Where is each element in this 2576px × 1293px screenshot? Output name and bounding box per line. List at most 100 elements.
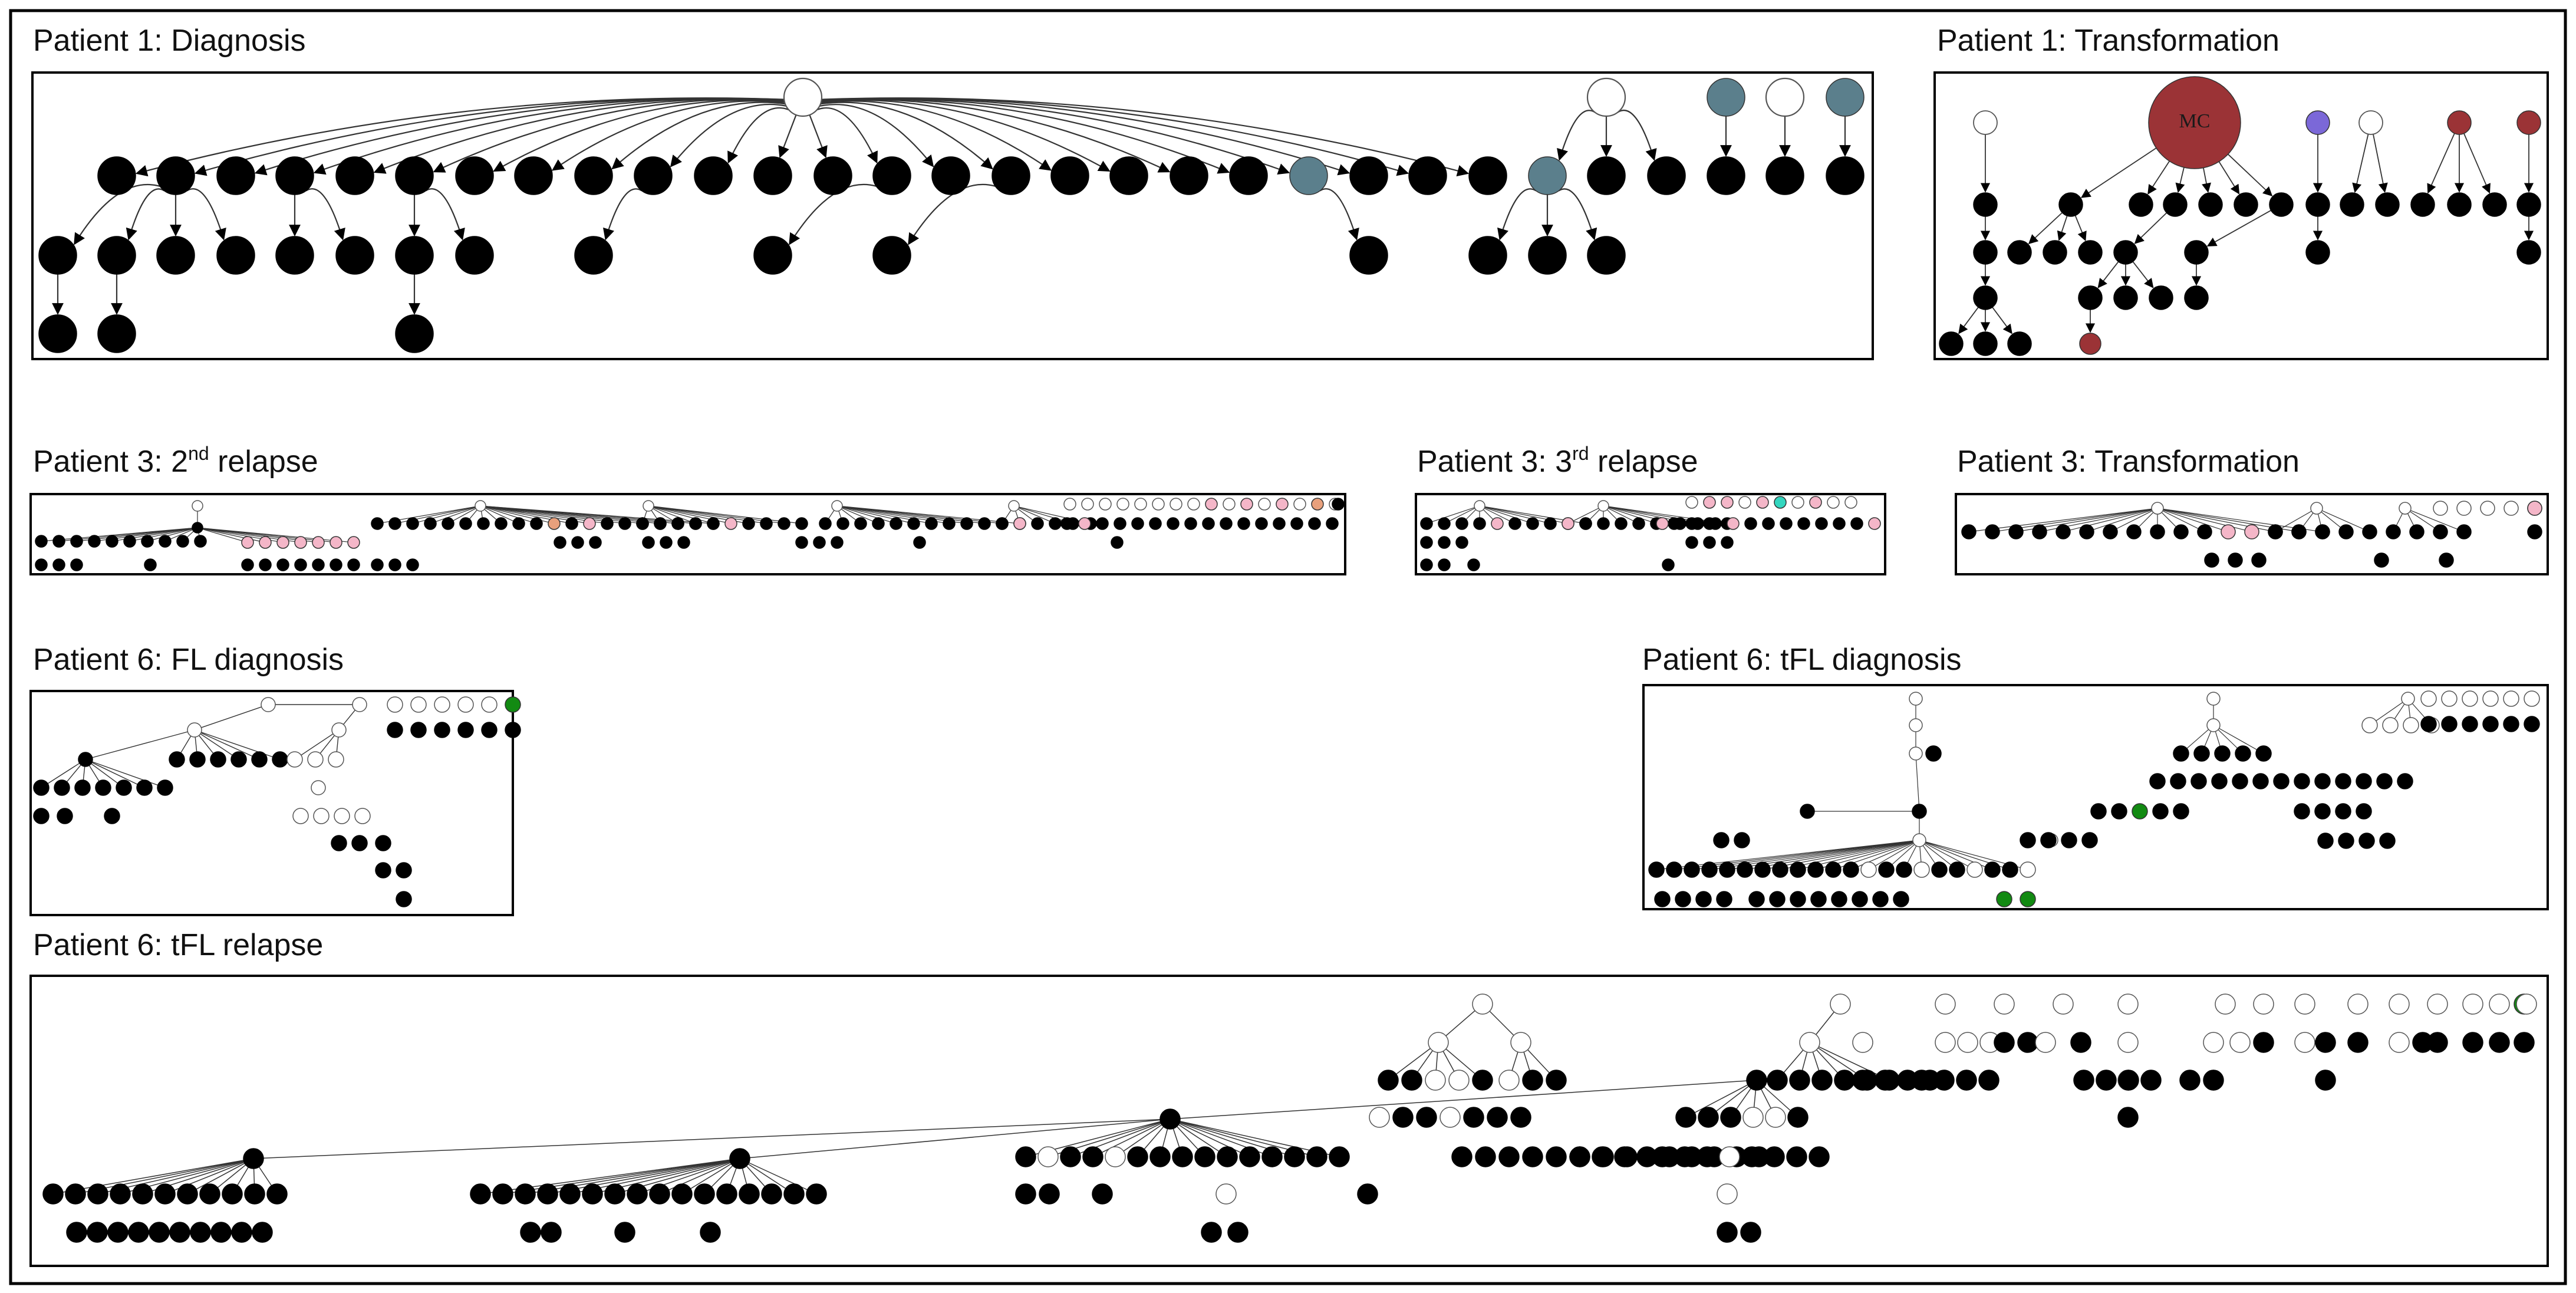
tree-node: [107, 1222, 129, 1243]
tree-node: [2335, 773, 2351, 789]
tree-node: [70, 535, 83, 548]
tree-node: [2152, 803, 2169, 820]
tree-node: [1031, 517, 1044, 530]
tree-node: [104, 808, 120, 824]
tree-node: [1719, 1146, 1740, 1167]
tree-node: [2229, 1032, 2251, 1053]
tree-node: [783, 1183, 805, 1205]
tree-edge: [1681, 840, 1913, 870]
tree-node: [1909, 746, 1923, 761]
tree-node: [1127, 1146, 1148, 1167]
tree-node: [2251, 552, 2267, 568]
tree-node: [1149, 517, 1162, 530]
tree-node: [157, 779, 173, 796]
tree-node: [505, 722, 521, 738]
tree-node: [2149, 773, 2166, 789]
tree-edge: [2394, 703, 2405, 719]
tree-node: [2078, 285, 2103, 310]
tree-node: [571, 536, 584, 549]
tree-node: [2008, 524, 2024, 539]
tree-node: [312, 536, 325, 549]
tree-node: [396, 862, 412, 879]
tree-node: [1764, 1146, 1785, 1167]
tree-node: [505, 696, 521, 713]
tree-edge: [1573, 508, 1599, 522]
tree-node: [1438, 536, 1451, 549]
tree-node: [2361, 717, 2378, 733]
tree-edge: [453, 508, 476, 521]
tree-edge: [237, 1167, 249, 1186]
tree-node: [1229, 156, 1268, 195]
tree-node: [1868, 517, 1881, 530]
tree-node: [2291, 524, 2307, 539]
tree-edge: [2093, 509, 2152, 530]
tree-node: [996, 517, 1009, 530]
tree-edge: [336, 736, 339, 752]
tree-node: [434, 722, 450, 738]
tree-node: [589, 536, 602, 549]
tree-node: [276, 558, 289, 571]
tree-node: [1852, 1070, 1873, 1091]
tree-node: [1727, 517, 1740, 530]
tree-node: [1748, 891, 1765, 907]
tree-edge: [1606, 509, 1618, 520]
tree-node: [831, 536, 844, 549]
tree-node: [2078, 240, 2103, 265]
tree-node: [1215, 1183, 1237, 1205]
tree-edge: [305, 188, 345, 241]
tree-edge: [200, 732, 253, 757]
tree-node: [778, 517, 790, 530]
tree-node: [753, 156, 792, 195]
tree-node: [618, 517, 631, 530]
tree-edge: [2302, 512, 2314, 527]
tree-node: [1809, 496, 1822, 509]
tree-node: [2132, 803, 2148, 820]
tree-node: [1674, 517, 1686, 530]
tree-node: [2433, 501, 2448, 516]
tree-edge: [1922, 845, 1936, 864]
tree-edge: [1924, 844, 1952, 866]
tree-edge: [2352, 134, 2369, 193]
tree-edge: [1015, 511, 1019, 518]
tree-node: [1719, 861, 1735, 878]
tree-node: [2427, 993, 2448, 1015]
tree-node: [2379, 833, 2396, 849]
tree-edge: [2215, 731, 2221, 746]
tree: [38, 77, 1865, 353]
tree-node: [1973, 331, 1998, 356]
tree-node: [1392, 1107, 1414, 1128]
tree-node: [1878, 861, 1895, 878]
tree-edge: [1875, 843, 1914, 866]
tree-node: [1912, 804, 1927, 819]
tree-node: [1037, 1146, 1059, 1167]
tree-edge: [1817, 1047, 1859, 1075]
tree-node: [2294, 773, 2310, 789]
tree-edge: [644, 511, 647, 518]
tree-node: [1746, 1070, 1767, 1091]
tree-node: [116, 779, 132, 796]
tree-node: [1790, 891, 1806, 907]
tree-node: [1217, 1146, 1238, 1167]
tree-node: [1875, 1070, 1896, 1091]
tree-node: [783, 77, 823, 117]
tree-edge: [2376, 702, 2403, 722]
tree-node: [1994, 1032, 2015, 1053]
panel-title: Patient 3: 2nd relapse: [33, 443, 318, 479]
tree-node: [375, 862, 391, 879]
tree-node: [1652, 1146, 1673, 1167]
tree-node: [2061, 832, 2077, 848]
tree-node: [2514, 1032, 2535, 1053]
tree-node: [1734, 832, 1750, 848]
tree-node: [395, 156, 434, 195]
tree-node: [1498, 1146, 1520, 1167]
panel-frame: [29, 690, 514, 916]
tree-node: [1707, 78, 1745, 117]
tree-node: [2035, 1032, 2056, 1053]
tree-node: [1780, 517, 1793, 530]
tree-node: [1790, 861, 1806, 878]
mc-node-label: MC: [2179, 110, 2211, 132]
tree-node: [2524, 690, 2540, 707]
tree-node: [634, 156, 673, 195]
tree-edge: [2281, 511, 2312, 529]
tree-edge: [1975, 508, 2152, 532]
